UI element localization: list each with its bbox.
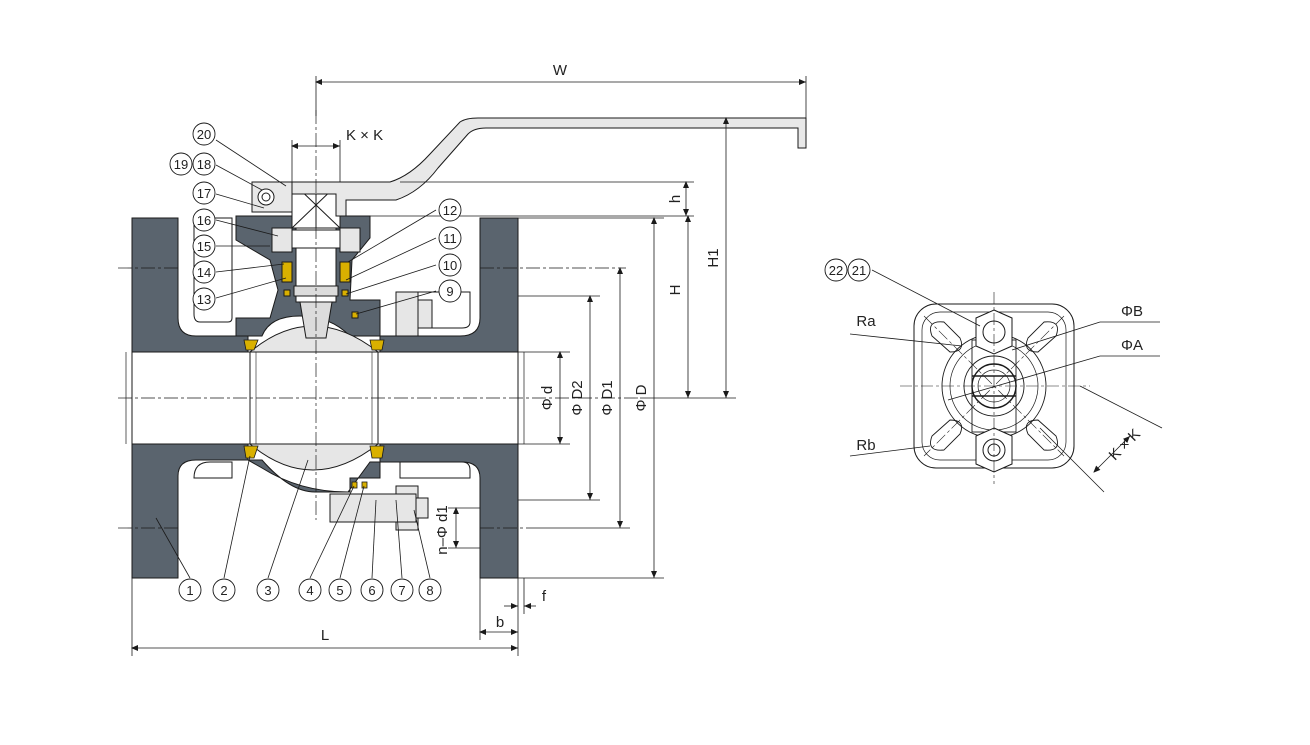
svg-text:14: 14 — [197, 265, 211, 280]
dim-L: L — [321, 627, 329, 644]
svg-text:20: 20 — [197, 127, 211, 142]
dimension-lines — [131, 76, 807, 656]
svg-text:22: 22 — [829, 263, 843, 278]
svg-text:6: 6 — [368, 583, 375, 598]
dim-H1: H1 — [705, 248, 722, 267]
dim-phi-D1: Φ D1 — [599, 380, 616, 415]
callout-22: 22 — [824, 258, 848, 282]
top-view-leaders — [849, 269, 1163, 493]
callout-7: 7 — [390, 578, 414, 602]
callout-5: 5 — [328, 578, 352, 602]
callout-1: 1 — [178, 578, 202, 602]
svg-text:21: 21 — [852, 263, 866, 278]
callout-6: 6 — [360, 578, 384, 602]
centerlines — [118, 110, 640, 529]
dim-f: f — [542, 588, 547, 605]
callout-2: 2 — [212, 578, 236, 602]
svg-text:12: 12 — [443, 203, 457, 218]
svg-text:5: 5 — [336, 583, 343, 598]
dim-H: H — [667, 285, 684, 296]
callout-12: 12 — [438, 198, 462, 222]
svg-text:2: 2 — [220, 583, 227, 598]
part-callouts: 20 19 18 17 16 15 14 13 12 11 10 9 1 2 3… — [169, 122, 462, 602]
callout-leaders — [155, 139, 437, 579]
dim-KxK: K × K — [346, 127, 383, 144]
svg-text:1: 1 — [186, 583, 193, 598]
callout-18: 18 — [192, 152, 216, 176]
svg-text:17: 17 — [197, 186, 211, 201]
dim-W: W — [553, 62, 568, 79]
callout-17: 17 — [192, 181, 216, 205]
callout-13: 13 — [192, 287, 216, 311]
body-bolts — [329, 291, 433, 531]
callout-19: 19 — [169, 152, 193, 176]
svg-text:18: 18 — [197, 157, 211, 172]
svg-text:10: 10 — [443, 258, 457, 273]
dim-phi-D2: Φ D2 — [569, 380, 586, 415]
label-top-KxK: K × K — [1106, 426, 1144, 464]
label-phi-A: ΦA — [1121, 337, 1143, 354]
callout-14: 14 — [192, 260, 216, 284]
svg-text:16: 16 — [197, 213, 211, 228]
label-Ra: Ra — [856, 313, 876, 330]
callout-9: 9 — [438, 279, 462, 303]
label-Rb: Rb — [856, 437, 875, 454]
callout-4: 4 — [298, 578, 322, 602]
callout-10: 10 — [438, 253, 462, 277]
svg-text:13: 13 — [197, 292, 211, 307]
callout-16: 16 — [192, 208, 216, 232]
seats — [243, 339, 385, 489]
svg-text:11: 11 — [443, 231, 457, 246]
dim-n-phi-d1: n–Φ d1 — [434, 505, 451, 555]
handle — [251, 117, 807, 217]
callout-8: 8 — [418, 578, 442, 602]
svg-text:19: 19 — [174, 157, 188, 172]
svg-text:4: 4 — [306, 583, 313, 598]
dimension-labels: W K × K h H H1 Φ d Φ D2 Φ D1 Φ D n–Φ d1 … — [321, 62, 722, 644]
svg-text:7: 7 — [398, 583, 405, 598]
svg-text:9: 9 — [446, 284, 453, 299]
callout-11: 11 — [438, 226, 462, 250]
callout-21: 21 — [847, 258, 871, 282]
label-phi-B: ΦB — [1121, 303, 1143, 320]
callout-15: 15 — [192, 234, 216, 258]
dim-b: b — [496, 614, 504, 631]
callout-3: 3 — [256, 578, 280, 602]
svg-text:8: 8 — [426, 583, 433, 598]
svg-text:3: 3 — [264, 583, 271, 598]
svg-text:15: 15 — [197, 239, 211, 254]
dim-phi-d: Φ d — [539, 386, 556, 410]
callout-20: 20 — [192, 122, 216, 146]
dim-phi-D: Φ D — [633, 384, 650, 411]
dim-h: h — [667, 195, 684, 203]
